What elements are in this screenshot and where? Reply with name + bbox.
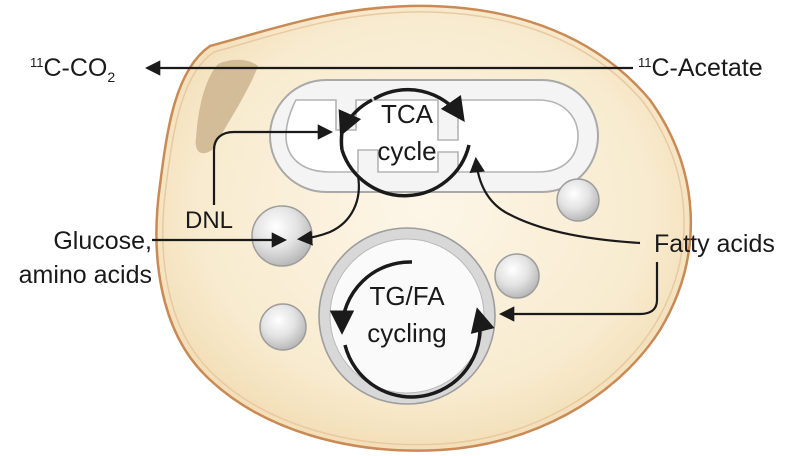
glucose-label-line1: Glucose, — [53, 227, 152, 255]
tgfa-cycle-arrow-left — [329, 260, 413, 335]
dnl-label: DNL — [185, 207, 233, 234]
lipid-droplet-mid-right — [494, 253, 540, 299]
tgfa-label-line1: TG/FA — [369, 281, 445, 311]
tgfa-cycle-arrow-right — [343, 307, 495, 399]
co2-subscript: 2 — [107, 69, 115, 85]
lipid-droplet-left — [251, 205, 313, 267]
lipid-droplet-bottom-left — [259, 303, 307, 351]
fattyacid-to-tca-arrow — [469, 156, 641, 245]
tca-cycle-arrow-top — [373, 87, 465, 123]
glucose-label-line2: amino acids — [19, 261, 152, 289]
acetate-main: C-Acetate — [652, 54, 763, 82]
fatty-acids-label: Fatty acids — [654, 230, 775, 258]
tca-to-glucose-arrow — [296, 175, 360, 246]
tca-cycle-arrow-left — [338, 98, 373, 137]
tca-label-line1: TCA — [381, 99, 434, 129]
co2-superscript: 11 — [30, 55, 44, 70]
acetate-label: 11C-Acetate — [638, 54, 763, 82]
co2-label: 11C-CO2 — [30, 54, 115, 85]
tca-label-line2: cycle — [377, 136, 436, 166]
nucleus-patch — [195, 59, 258, 154]
fattyacid-to-tgfa-arrow — [498, 262, 659, 322]
cell-inner-rim — [162, 11, 685, 446]
tgfa-label-line2: cycling — [367, 318, 446, 348]
lipid-droplet-small-right — [556, 178, 600, 222]
tca-cycle-arc-full — [339, 131, 344, 151]
dnl-arrow — [212, 124, 334, 205]
tca-cycle-arrow-bottom — [340, 144, 471, 198]
acetate-superscript: 11 — [638, 55, 652, 70]
co2-main: C-CO — [44, 54, 108, 82]
